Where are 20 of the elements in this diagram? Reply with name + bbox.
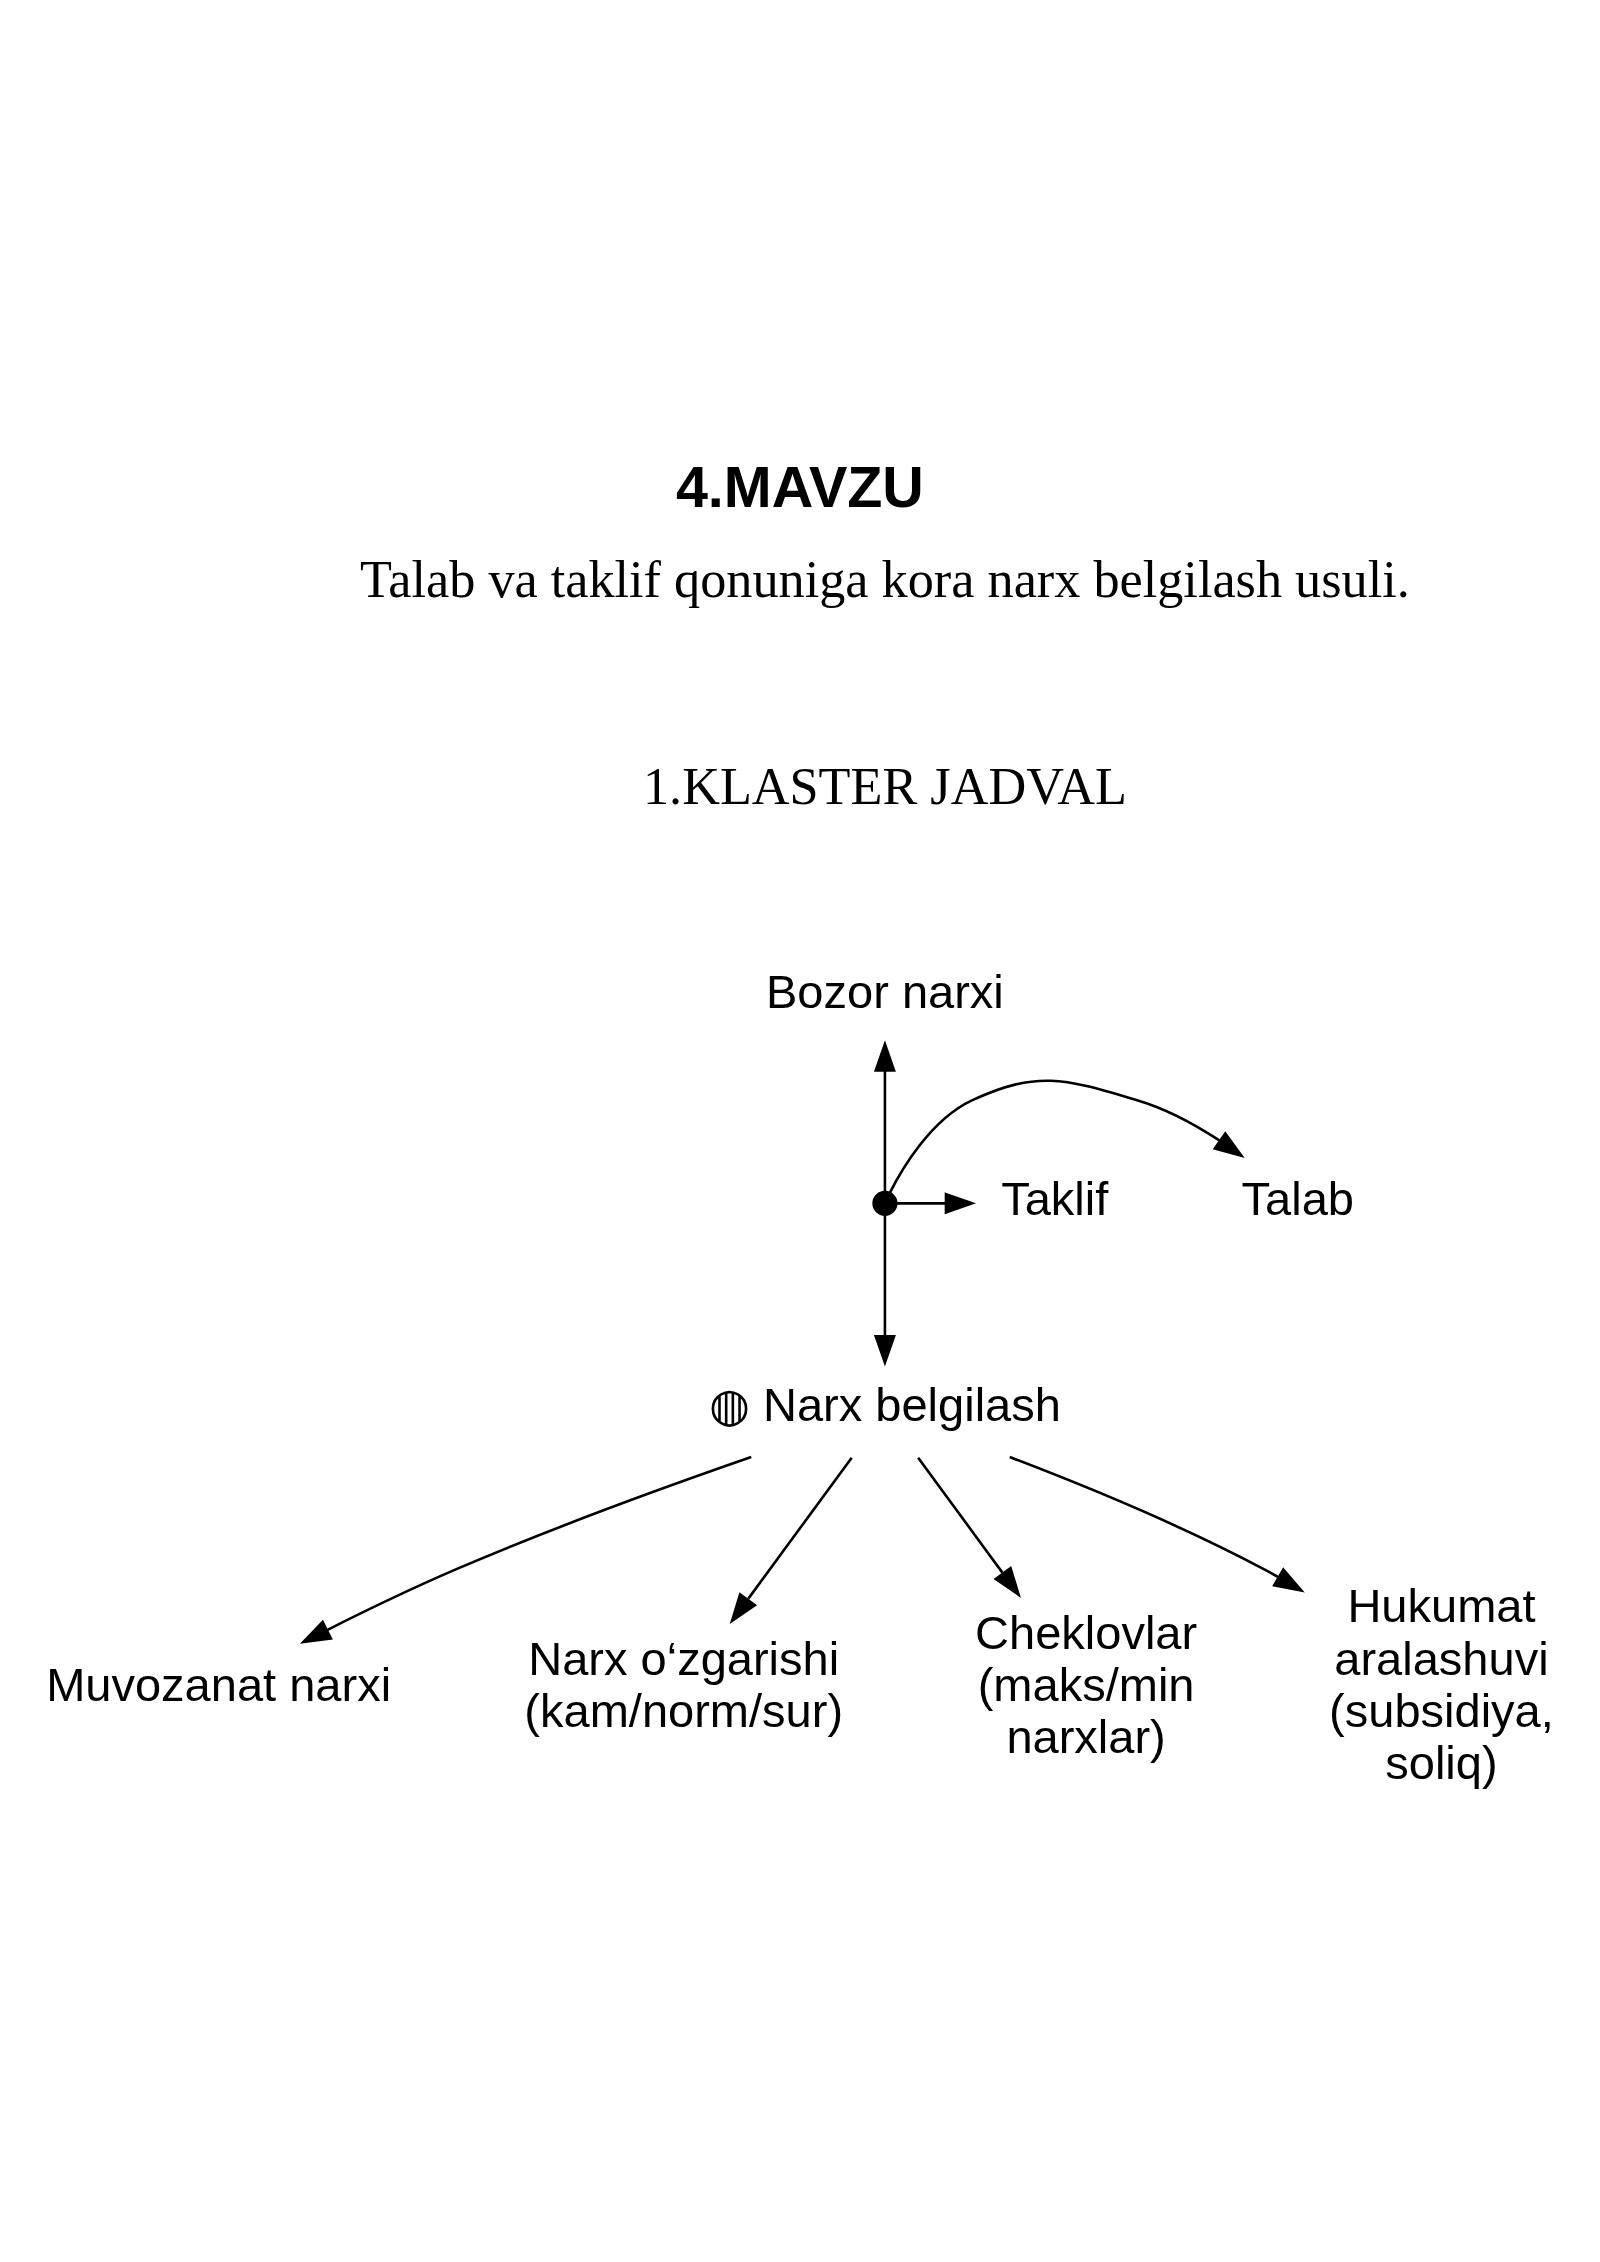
node-text: Talab: [1241, 1171, 1354, 1225]
label: 1.KLASTER JADVAL: [643, 756, 1127, 815]
arrow: [729, 1456, 853, 1624]
arrow: [873, 1039, 896, 1191]
node-text: Bozor narxi: [766, 964, 1004, 1018]
node-text: ◍ Narx belgilash: [708, 1377, 1061, 1431]
node-text: Hukumat aralashuvi (subsidiya, soliq): [1329, 1578, 1554, 1789]
node-text: Taklif: [1001, 1171, 1109, 1225]
arrow: [917, 1456, 1021, 1598]
arrow: [299, 1455, 752, 1644]
node-text: Narx o‘zgarishi (kam/norm/sur): [524, 1631, 844, 1737]
diagram-title: 4.MAVZU: [675, 454, 924, 519]
node-text: Cheklovlar (maks/min narxlar): [975, 1605, 1198, 1763]
node-text: Muvozanat narxi: [46, 1657, 392, 1711]
arrow: [896, 1191, 977, 1214]
arrow: [873, 1215, 896, 1366]
arrow: [1009, 1455, 1305, 1592]
arrow: [888, 1079, 1245, 1193]
label: Talab va taklif qonuniga kora narx belgilash usuli.: [360, 549, 1410, 608]
node-point: [872, 1190, 898, 1216]
